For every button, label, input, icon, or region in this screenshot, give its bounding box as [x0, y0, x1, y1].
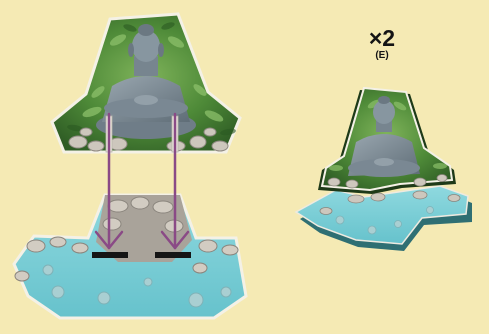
- assembled-buddha-piece: [296, 88, 472, 251]
- piece-code-label: (E): [352, 50, 412, 62]
- piece-count: ×2 (E): [352, 26, 412, 62]
- slot-left: [92, 252, 128, 258]
- quantity-label: ×2: [352, 26, 412, 50]
- buddha-backdrop-tile: [52, 14, 240, 152]
- water-base-tile: [14, 195, 246, 318]
- slot-right: [155, 252, 191, 258]
